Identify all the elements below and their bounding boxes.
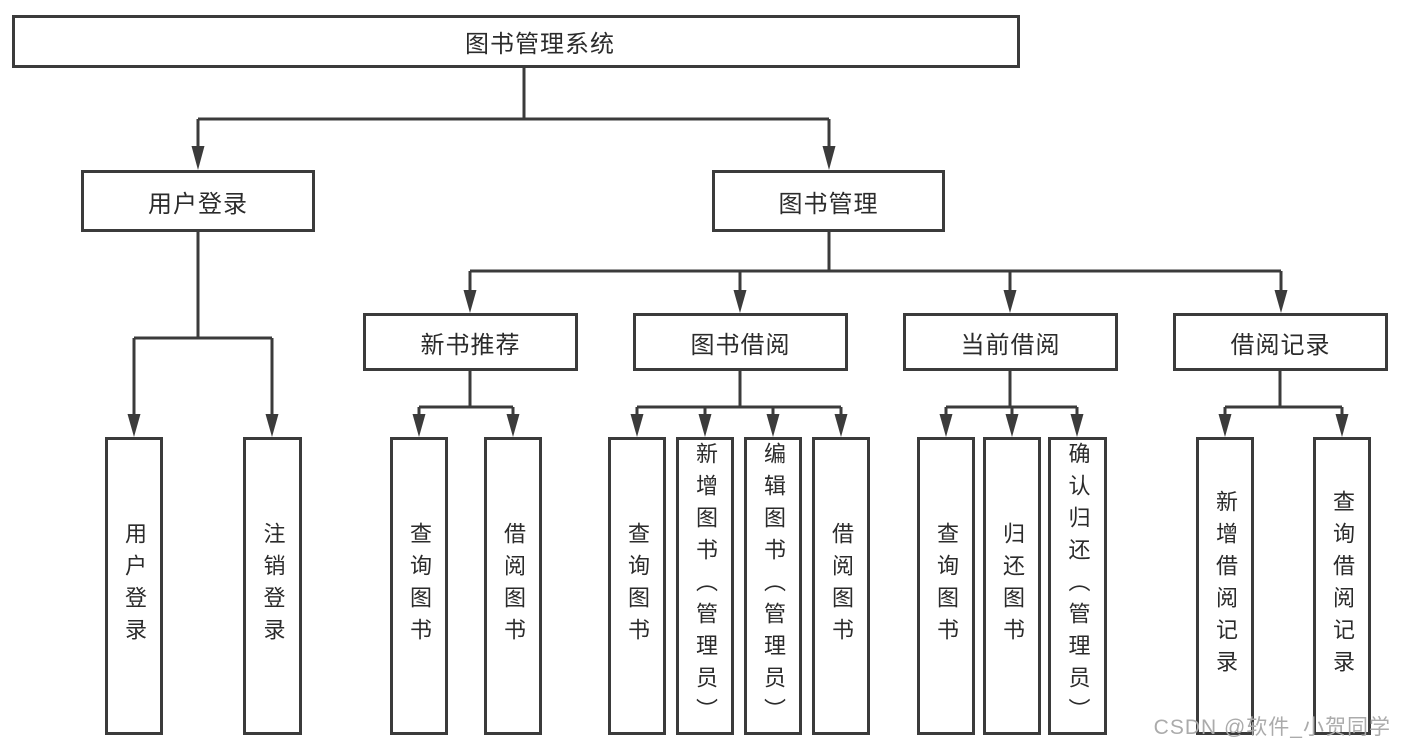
arrowheads — [127, 146, 1349, 437]
leaf-records-query: 查询借阅记录 — [1313, 437, 1371, 735]
leaf-current-query: 查询图书 — [917, 437, 975, 735]
leaf-current-confirm-label: 确认归还（管理员） — [1065, 442, 1091, 730]
leaf-borrow-query: 查询图书 — [608, 437, 666, 735]
node-user-login: 用户登录 — [81, 170, 315, 232]
leaf-borrow-edit: 编辑图书（管理员） — [744, 437, 802, 735]
node-new-books-label: 新书推荐 — [420, 331, 521, 359]
node-book-borrow: 图书借阅 — [633, 313, 848, 371]
leaf-borrow-edit-label: 编辑图书（管理员） — [761, 442, 786, 730]
node-current-borrow: 当前借阅 — [903, 313, 1118, 371]
leaf-current-return-label: 归还图书 — [1000, 522, 1025, 650]
leaf-current-query-label: 查询图书 — [934, 522, 959, 650]
leaf-borrow-book: 借阅图书 — [812, 437, 870, 735]
node-user-login-label: 用户登录 — [148, 190, 248, 218]
leaf-borrow-add: 新增图书（管理员） — [676, 437, 734, 735]
leaf-user-login-label: 用户登录 — [122, 522, 147, 650]
leaf-newbooks-query-label: 查询图书 — [407, 522, 432, 650]
leaf-current-return: 归还图书 — [983, 437, 1041, 735]
node-book-borrow-label: 图书借阅 — [690, 331, 791, 359]
node-new-books: 新书推荐 — [363, 313, 578, 371]
watermark-text: CSDN @软件_小贺同学 — [1153, 716, 1391, 739]
node-book-mgmt: 图书管理 — [712, 170, 945, 232]
leaf-records-query-label: 查询借阅记录 — [1330, 490, 1355, 682]
leaf-newbooks-borrow-label: 借阅图书 — [501, 522, 526, 650]
node-book-mgmt-label: 图书管理 — [778, 190, 879, 218]
leaf-user-login: 用户登录 — [105, 437, 163, 735]
leaf-logout-label: 注销登录 — [260, 522, 286, 650]
node-current-borrow-label: 当前借阅 — [960, 331, 1061, 359]
leaf-borrow-query-label: 查询图书 — [625, 522, 650, 650]
node-borrow-records: 借阅记录 — [1173, 313, 1388, 371]
node-root: 图书管理系统 — [12, 15, 1020, 68]
leaf-newbooks-borrow: 借阅图书 — [484, 437, 542, 735]
leaf-records-add-label: 新增借阅记录 — [1213, 490, 1238, 682]
node-root-label: 图书管理系统 — [465, 31, 615, 58]
node-borrow-records-label: 借阅记录 — [1230, 331, 1331, 359]
leaf-borrow-book-label: 借阅图书 — [829, 522, 854, 650]
leaf-borrow-add-label: 新增图书（管理员） — [693, 442, 718, 730]
leaf-current-confirm: 确认归还（管理员） — [1048, 437, 1107, 735]
leaf-logout: 注销登录 — [243, 437, 302, 735]
leaf-newbooks-query: 查询图书 — [390, 437, 448, 735]
leaf-records-add: 新增借阅记录 — [1196, 437, 1254, 735]
